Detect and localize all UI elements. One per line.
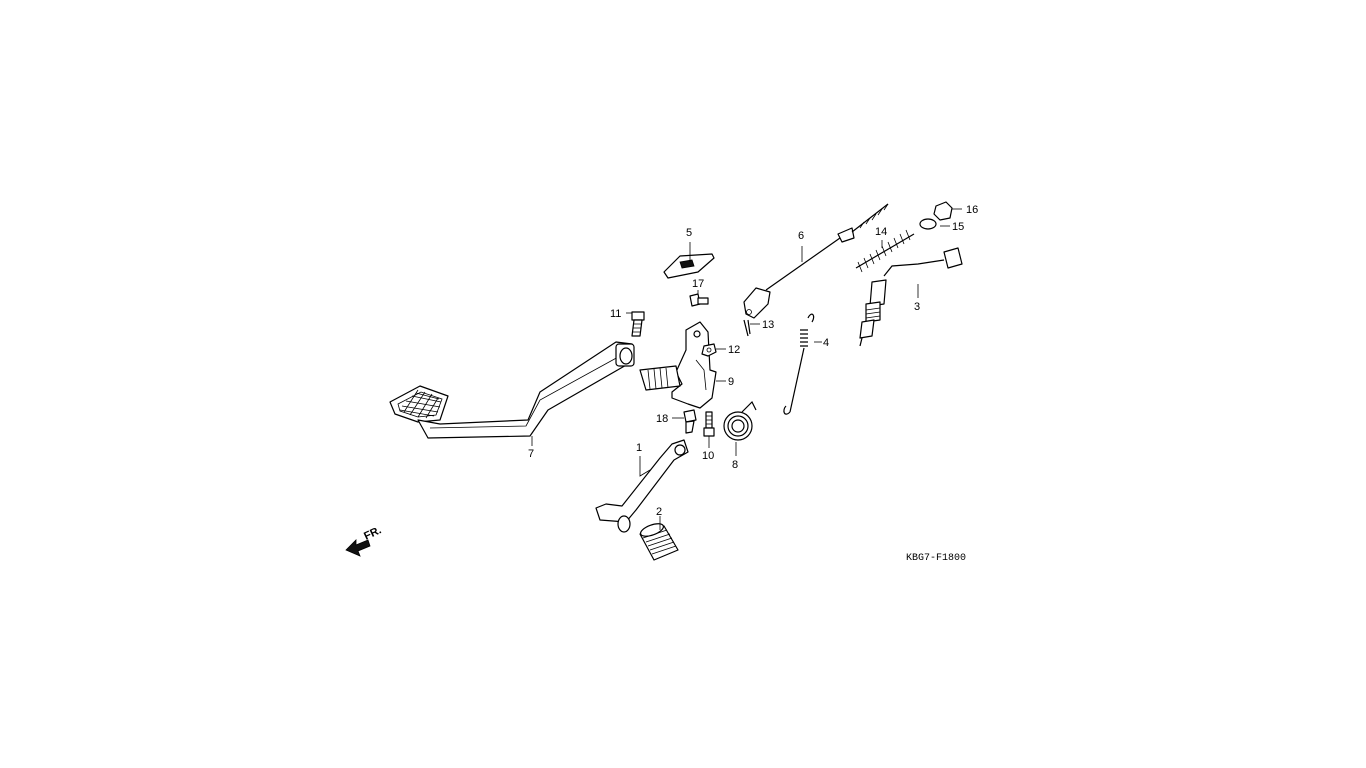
- brake-pedal: [389, 341, 635, 439]
- leader-lines: [531, 208, 962, 530]
- callout-13: 13: [762, 319, 774, 331]
- spring-14: [855, 229, 915, 273]
- callout-8: 8: [732, 459, 738, 471]
- diagram-code: KBG7-F1800: [906, 553, 966, 564]
- callout-18: 18: [656, 413, 668, 425]
- gear-change-pedal: [595, 439, 689, 533]
- return-spring-4: [783, 313, 815, 415]
- bolt-10: [703, 411, 715, 437]
- sleeve-15: [919, 218, 937, 230]
- brake-switch-3: [859, 247, 963, 347]
- callout-11: 11: [610, 308, 621, 320]
- cotter-pin-13: [743, 319, 751, 337]
- callout-14: 14: [875, 226, 887, 238]
- callout-6: 6: [798, 230, 804, 242]
- brake-rod: [743, 203, 889, 319]
- front-direction-arrow-icon: [345, 539, 371, 557]
- bolt-17: [689, 293, 709, 307]
- callout-4: 4: [823, 337, 829, 349]
- cover-plate-5: [663, 253, 715, 279]
- callout-12: 12: [728, 344, 740, 356]
- callout-1: 1: [636, 442, 642, 454]
- callout-15: 15: [952, 221, 964, 233]
- callout-9: 9: [728, 376, 734, 388]
- callout-3: 3: [914, 301, 920, 313]
- callout-17: 17: [692, 278, 704, 290]
- coil-spring-8: [723, 400, 757, 441]
- callout-10: 10: [702, 450, 714, 462]
- nut-12: [701, 343, 717, 357]
- shift-rubber-2: [639, 523, 679, 561]
- bolt-18: [683, 409, 697, 434]
- bolt-11: [631, 311, 645, 337]
- callout-2: 2: [656, 506, 662, 518]
- callout-5: 5: [686, 227, 692, 239]
- direction-label: FR.: [362, 524, 383, 542]
- callout-16: 16: [966, 204, 978, 216]
- brake-arm: [639, 321, 717, 409]
- adjuster-nut-16: [933, 201, 953, 221]
- callout-7: 7: [528, 448, 534, 460]
